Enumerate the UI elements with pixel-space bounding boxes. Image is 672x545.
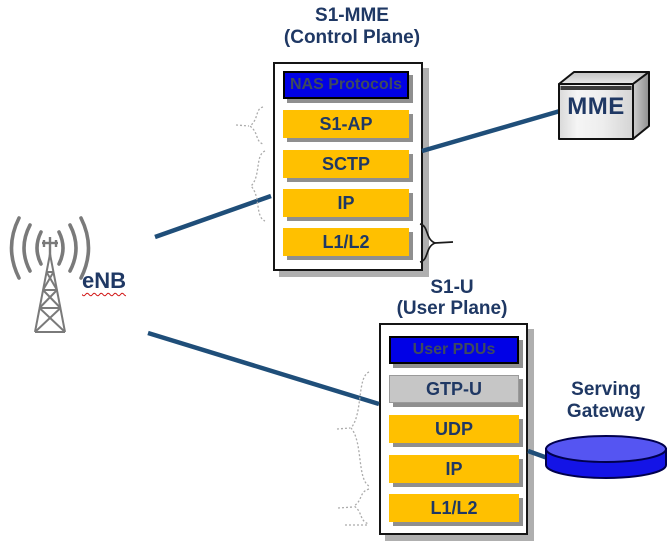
layer-l1l2-user: L1/L2 (389, 494, 519, 522)
layer-user-pdus: User PDUs (389, 336, 519, 364)
layer-udp: UDP (389, 415, 519, 443)
layer-l1l2-control: L1/L2 (283, 228, 409, 256)
layer-sctp: SCTP (283, 150, 409, 178)
brace-l1l2-control-tail (434, 241, 454, 244)
enb-label: eNB (82, 268, 127, 293)
brace-s1ap-tail (235, 124, 250, 127)
layer-ip-user: IP (389, 455, 519, 483)
connector-s1u-stack-to-sgw (527, 448, 557, 464)
brace-gtpu-tail (336, 427, 351, 430)
control-plane-title-line1: S1-MME (315, 5, 389, 26)
control-plane-title-line2: (Control Plane) (283, 27, 421, 48)
layer-gtp-u: GTP-U (389, 375, 519, 403)
connector-s1mme-stack-to-mme (421, 108, 561, 154)
brace-sctp-ip (250, 150, 266, 222)
connector-enb-to-s1mme-stack (154, 193, 272, 240)
radio-tower-icon (9, 216, 91, 333)
brace-s1ap (248, 106, 264, 145)
control-plane-title: S1-MME (Control Plane) (252, 5, 452, 49)
user-plane-title-line1: S1-U (430, 277, 474, 298)
brace-l1l2-user (352, 488, 370, 525)
brace-gtpu-udp-ip (350, 371, 370, 487)
mme-label: MME (567, 93, 625, 120)
connector-enb-to-s1u-stack (147, 330, 380, 407)
layer-ip-control: IP (283, 189, 409, 217)
disk-cylinder-icon (545, 435, 667, 479)
brace-l1l2-user-tail (337, 506, 354, 509)
serving-gateway-label-line2: Gateway (566, 401, 646, 422)
user-plane-title: S1-U (User Plane) (371, 277, 533, 319)
serving-gateway-label: Serving Gateway (538, 379, 672, 423)
user-plane-title-line2: (User Plane) (396, 298, 508, 319)
layer-nas-protocols: NAS Protocols (283, 71, 409, 99)
layer-s1-ap: S1-AP (283, 110, 409, 138)
serving-gateway-label-line1: Serving (571, 379, 641, 400)
